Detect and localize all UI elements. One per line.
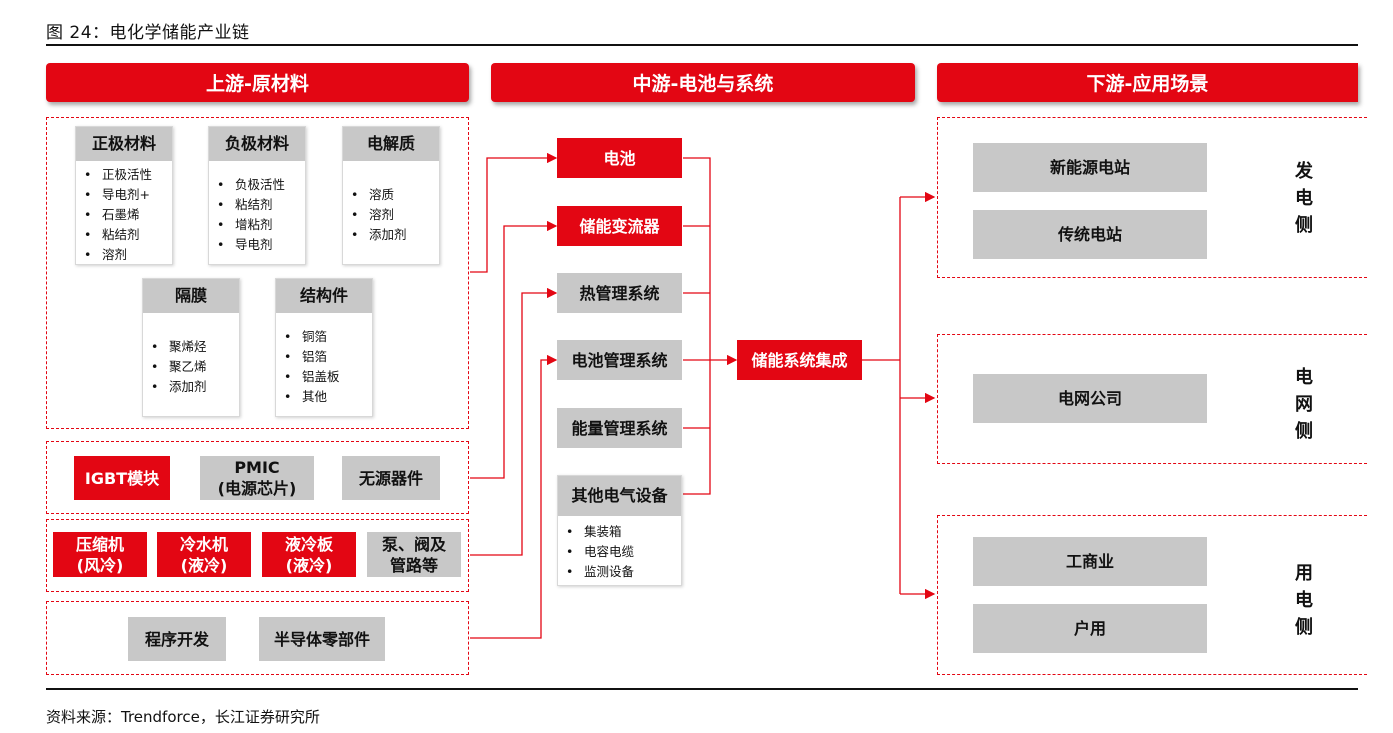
structural-title: 结构件 (276, 279, 372, 313)
separator-card: 隔膜 聚烯烃 聚乙烯 添加剂 (142, 278, 240, 417)
header-midstream: 中游-电池与系统 (491, 63, 915, 102)
electrolyte-title: 电解质 (343, 127, 439, 161)
semiconductor-parts-box: 半导体零部件 (259, 617, 385, 661)
other-equipment-item: 集装箱 (558, 522, 681, 542)
connector-materials-battery (470, 152, 558, 273)
top-rule (46, 44, 1358, 46)
bottom-rule (46, 688, 1358, 690)
commercial-industrial-box: 工商业 (973, 537, 1207, 586)
generation-side-group (937, 117, 1367, 278)
materials-group (46, 117, 469, 429)
connector-software-bms (470, 354, 558, 639)
anode-item: 粘结剂 (209, 195, 305, 215)
structural-item: 铝箔 (276, 347, 372, 367)
coldplate-line2: (液冷) (285, 555, 333, 575)
compressor-box: 压缩机 (风冷) (53, 532, 147, 577)
coldplate-line1: 液冷板 (284, 534, 333, 554)
chiller-box: 冷水机 (液冷) (157, 532, 251, 577)
pump-valve-box: 泵、阀及 管路等 (367, 532, 461, 577)
pump-line2: 管路等 (389, 555, 438, 575)
pump-line1: 泵、阀及 (381, 534, 446, 554)
separator-item: 聚烯烃 (143, 337, 239, 357)
structural-item: 其他 (276, 387, 372, 407)
household-box: 户用 (973, 604, 1207, 653)
grid-company-box: 电网公司 (973, 374, 1207, 423)
other-equipment-card: 其他电气设备 集装箱 电容电缆 监测设备 (557, 475, 682, 586)
other-equipment-item: 电容电缆 (558, 542, 681, 562)
header-downstream: 下游-应用场景 (937, 63, 1358, 102)
cathode-item: 石墨烯 (76, 205, 172, 225)
chiller-line2: (液冷) (180, 555, 228, 575)
anode-item: 增粘剂 (209, 215, 305, 235)
ems-box: 能量管理系统 (557, 408, 682, 448)
connector-mid-collector (683, 157, 711, 495)
connector-electronics-pcs (470, 220, 558, 479)
user-side-label: 用电侧 (1295, 563, 1313, 638)
anode-title: 负极材料 (209, 127, 305, 161)
thermal-group (46, 519, 469, 592)
structural-card: 结构件 铜箔 铝箔 铝盖板 其他 (275, 278, 373, 417)
bms-box: 电池管理系统 (557, 340, 682, 380)
other-equipment-item: 监测设备 (558, 562, 681, 582)
cathode-item: 导电剂+ (76, 185, 172, 205)
system-integration-box: 储能系统集成 (737, 340, 862, 380)
connector-thermal-tms (470, 287, 558, 556)
cathode-item: 正极活性 (76, 165, 172, 185)
source-note: 资料来源：Trendforce，长江证券研究所 (46, 708, 320, 726)
passive-components-box: 无源器件 (342, 456, 440, 500)
structural-item: 铜箔 (276, 327, 372, 347)
cold-plate-box: 液冷板 (液冷) (262, 532, 356, 577)
igbt-module-box: IGBT模块 (74, 456, 170, 500)
generation-side-label: 发电侧 (1295, 161, 1313, 236)
renewable-station-box: 新能源电站 (973, 143, 1207, 192)
header-upstream: 上游-原材料 (46, 63, 469, 102)
pmic-line1: PMIC (234, 458, 280, 477)
compressor-line2: (风冷) (76, 555, 124, 575)
pmic-box: PMIC (电源芯片) (200, 456, 314, 500)
pmic-line2: (电源芯片) (217, 479, 297, 498)
figure-title: 图 24：电化学储能产业链 (46, 23, 250, 43)
electrolyte-item: 溶剂 (343, 205, 439, 225)
cathode-title: 正极材料 (76, 127, 172, 161)
software-group (46, 601, 469, 675)
electrolyte-item: 添加剂 (343, 225, 439, 245)
cathode-item: 溶剂 (76, 245, 172, 265)
programming-box: 程序开发 (128, 617, 226, 661)
cathode-card: 正极材料 正极活性 导电剂+ 石墨烯 粘结剂 溶剂 (75, 126, 173, 265)
battery-box: 电池 (557, 138, 682, 178)
electronics-group (46, 441, 469, 514)
traditional-station-box: 传统电站 (973, 210, 1207, 259)
anode-item: 导电剂 (209, 235, 305, 255)
pcs-box: 储能变流器 (557, 206, 682, 246)
compressor-line1: 压缩机 (75, 534, 124, 554)
electrolyte-item: 溶质 (343, 185, 439, 205)
anode-card: 负极材料 负极活性 粘结剂 增粘剂 导电剂 (208, 126, 306, 265)
grid-side-group (937, 334, 1367, 464)
user-side-group (937, 515, 1367, 675)
chiller-line1: 冷水机 (179, 534, 228, 554)
separator-item: 添加剂 (143, 377, 239, 397)
separator-title: 隔膜 (143, 279, 239, 313)
separator-item: 聚乙烯 (143, 357, 239, 377)
grid-side-label: 电网侧 (1295, 367, 1313, 442)
anode-item: 负极活性 (209, 175, 305, 195)
cathode-item: 粘结剂 (76, 225, 172, 245)
thermal-management-box: 热管理系统 (557, 273, 682, 313)
electrolyte-card: 电解质 溶质 溶剂 添加剂 (342, 126, 440, 265)
other-equipment-title: 其他电气设备 (558, 476, 681, 516)
structural-item: 铝盖板 (276, 367, 372, 387)
